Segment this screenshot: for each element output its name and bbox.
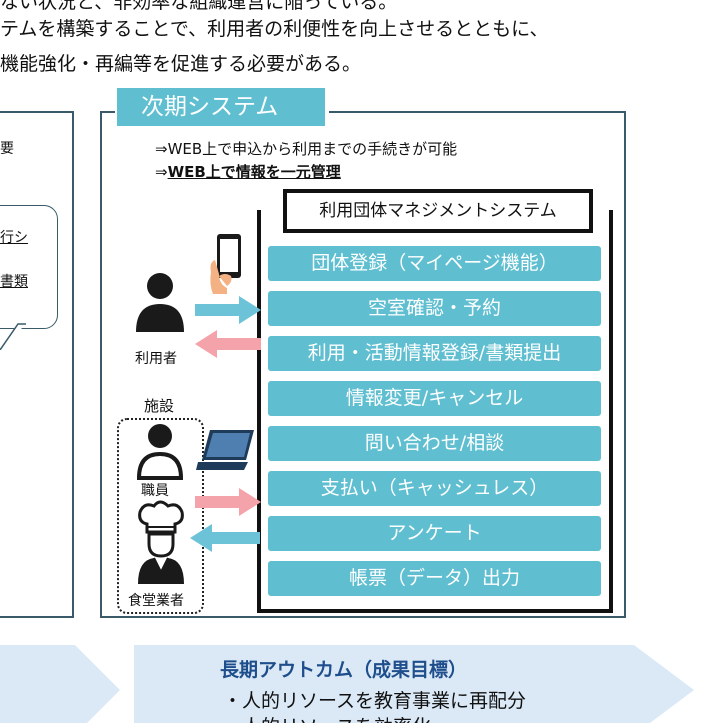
bubble-text: 行シ: [0, 230, 28, 246]
system-item: 支払い（キャッシュレス）: [268, 471, 601, 506]
staff-person-icon: [136, 424, 184, 480]
outcome-arrow-shape: [0, 645, 120, 723]
current-system-label: 要: [0, 141, 14, 157]
system-title: 利用団体マネジメントシステム: [283, 189, 593, 233]
arrow-right-icon: [195, 296, 261, 324]
outcome-item: ・人的リソースを教育事業に再配分: [223, 690, 527, 712]
laptop-icon: [196, 430, 254, 470]
speech-bubble-tail: [0, 323, 26, 350]
speech-bubble: [0, 205, 58, 329]
system-item: 空室確認・予約: [268, 291, 601, 326]
intro-line: 機能強化・再編等を促進する必要がある。: [0, 53, 362, 75]
feature-line: ⇒WEB上で申込から利用までの手続きが可能: [155, 140, 458, 158]
current-system-panel: [0, 111, 74, 618]
outcome-item: ・人的リソースを効率化: [223, 712, 431, 723]
feature-arrow: ⇒: [155, 163, 168, 181]
staff-label: 職員: [141, 483, 169, 499]
intro-line: テムを構築することで、利用者の利便性を向上させるとともに、: [0, 18, 549, 40]
facility-group: [117, 418, 204, 614]
bubble-text: 書類: [0, 274, 28, 290]
person-icon: [136, 273, 184, 332]
system-item: 問い合わせ/相談: [268, 426, 601, 461]
system-item: 帳票（データ）出力: [268, 561, 601, 596]
arrow-left-icon: [190, 524, 260, 552]
arrow-left-icon: [195, 330, 261, 358]
system-item: 団体登録（マイページ機能）: [268, 246, 601, 281]
outcome-title: 長期アウトカム（成果目標）: [220, 659, 468, 681]
feature-line: ⇒WEB上で情報を一元管理: [155, 161, 341, 182]
cafeteria-label: 食堂業者: [128, 593, 184, 609]
user-label: 利用者: [135, 351, 177, 367]
arrow-right-icon: [195, 488, 261, 516]
system-item: 情報変更/キャンセル: [268, 381, 601, 416]
chef-icon: [138, 500, 184, 584]
next-system-title: 次期システム: [117, 88, 325, 126]
outcome-arrow-shape: [134, 645, 694, 723]
feature-emphasis: WEB上で情報を一元管理: [167, 163, 341, 181]
intro-line: ない状況と、非効率な組織運営に陥っている。: [0, 0, 398, 13]
system-item: 利用・活動情報登録/書類提出: [268, 336, 601, 371]
system-item: アンケート: [268, 516, 601, 551]
smartphone-icon: [210, 234, 241, 294]
facility-label: 施設: [144, 397, 175, 415]
